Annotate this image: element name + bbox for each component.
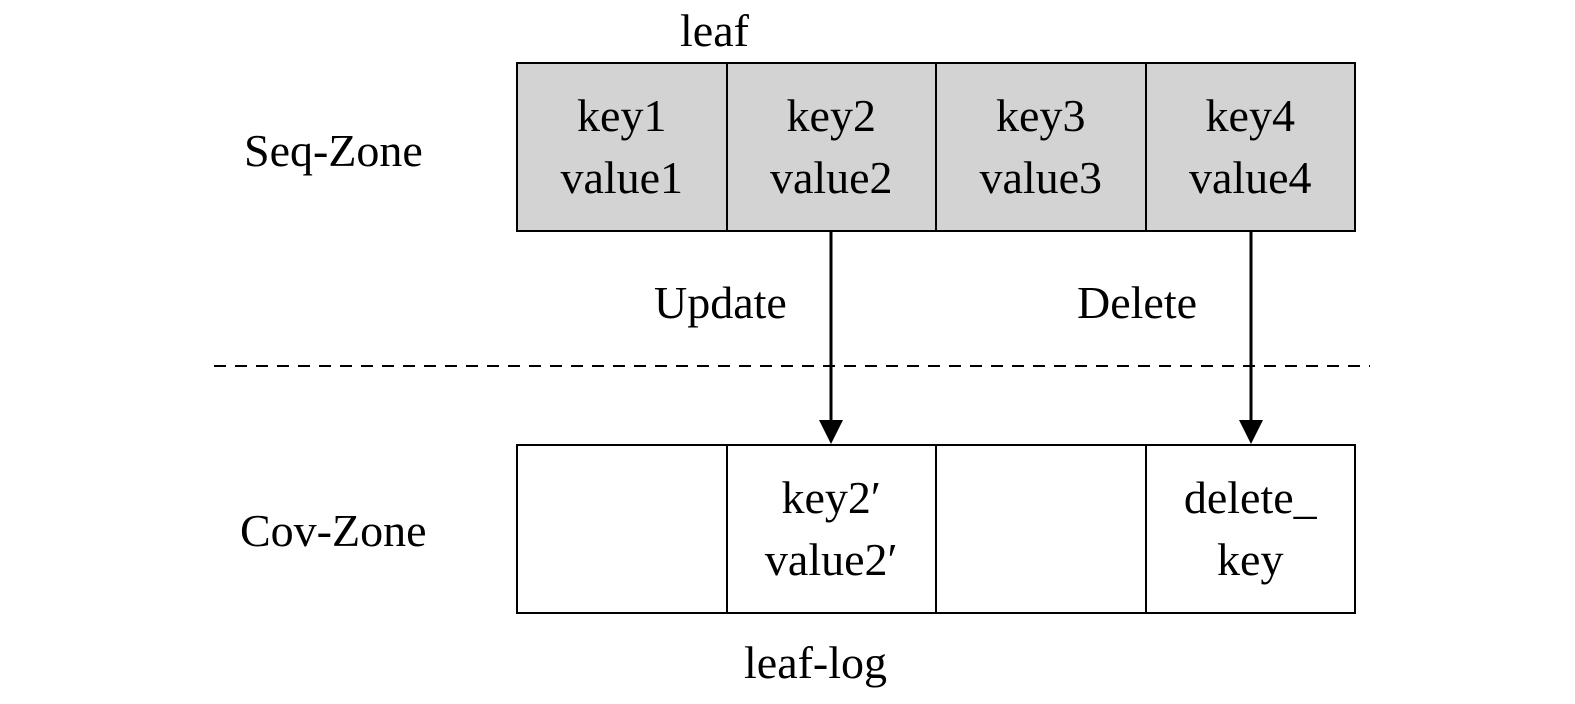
- seq-cell-1-key: key1: [577, 90, 667, 141]
- cov-cell-4: delete_ key: [1144, 446, 1354, 612]
- seq-cell-4: key4 value4: [1144, 64, 1354, 230]
- seq-cell-2: key2 value2: [725, 64, 935, 230]
- cov-cell-4-line1: delete_: [1183, 472, 1317, 523]
- cov-cell-2-line2: value2′: [764, 534, 898, 585]
- cov-zone-row: key2′ value2′ delete_ key: [516, 444, 1356, 614]
- leaf-log-label: leaf-log: [744, 637, 888, 688]
- update-label: Update: [654, 277, 787, 328]
- delete-arrow-head: [1239, 420, 1263, 444]
- cov-cell-3: [935, 446, 1145, 612]
- seq-cell-1: key1 value1: [518, 64, 726, 230]
- leaf-label: leaf: [680, 5, 749, 56]
- cov-zone-label: Cov-Zone: [240, 505, 427, 556]
- seq-zone-row: key1 value1 key2 value2 key3 value3 key4…: [516, 62, 1356, 232]
- seq-cell-1-value: value1: [560, 152, 684, 203]
- seq-cell-2-key: key2: [786, 90, 876, 141]
- seq-zone-label: Seq-Zone: [244, 125, 423, 176]
- delete-label: Delete: [1077, 277, 1198, 328]
- seq-cell-4-key: key4: [1205, 90, 1295, 141]
- cov-cell-2: key2′ value2′: [725, 446, 935, 612]
- cov-cell-4-line2: key: [1217, 534, 1284, 585]
- seq-cell-3: key3 value3: [935, 64, 1145, 230]
- seq-cell-4-value: value4: [1188, 152, 1312, 203]
- cov-cell-1: [518, 446, 726, 612]
- seq-cell-3-key: key3: [996, 90, 1086, 141]
- cov-cell-2-line1: key2′: [781, 472, 881, 523]
- seq-cell-2-value: value2: [769, 152, 893, 203]
- seq-cell-3-value: value3: [979, 152, 1103, 203]
- update-arrow-head: [819, 420, 843, 444]
